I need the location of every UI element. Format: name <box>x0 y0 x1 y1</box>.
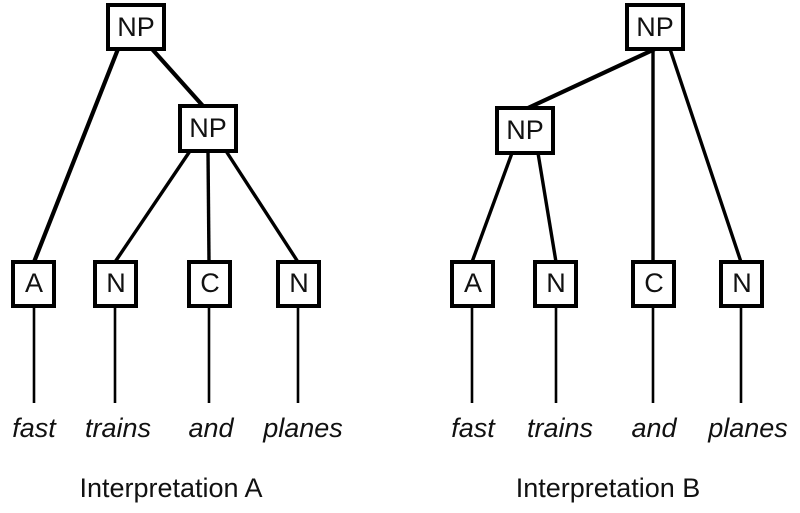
node-leaf-n1-label: N <box>546 268 566 298</box>
node-leaf-n1[interactable] <box>533 260 578 308</box>
tree-interpretation-a: NP NP A N C N fast trains and planes Int… <box>11 3 343 503</box>
node-leaf-n1[interactable] <box>93 260 138 308</box>
node-leaf-a[interactable] <box>450 260 495 308</box>
node-leaf-c-label: C <box>200 268 220 298</box>
node-inner-np-label: NP <box>189 113 227 143</box>
node-leaf-n2[interactable] <box>719 260 764 308</box>
caption-interpretation-b: Interpretation B <box>516 473 701 503</box>
edge-root-to-inner-np <box>527 47 656 110</box>
word-and: and <box>631 413 677 443</box>
edge-root-to-a <box>32 48 120 263</box>
node-leaf-c[interactable] <box>187 260 232 308</box>
word-planes: planes <box>262 413 343 443</box>
node-leaf-a-label: A <box>464 268 482 298</box>
node-root-np-label: NP <box>117 12 155 42</box>
word-trains: trains <box>85 413 151 443</box>
node-root-np[interactable] <box>625 3 685 51</box>
node-inner-np[interactable] <box>495 106 555 155</box>
edge-root-to-n2 <box>668 48 743 263</box>
word-planes: planes <box>707 413 788 443</box>
node-leaf-c[interactable] <box>631 260 676 308</box>
caption-interpretation-a: Interpretation A <box>79 473 262 503</box>
node-inner-np[interactable] <box>178 104 238 153</box>
node-leaf-a-label: A <box>25 268 43 298</box>
node-leaf-n2-label: N <box>732 268 752 298</box>
edge-inner-np-to-n1 <box>536 152 558 263</box>
word-trains: trains <box>527 413 593 443</box>
node-leaf-c-label: C <box>644 268 664 298</box>
word-fast: fast <box>451 413 496 443</box>
node-leaf-n2-label: N <box>289 268 309 298</box>
node-root-np[interactable] <box>106 3 166 51</box>
edge-inner-np-to-c <box>206 150 211 263</box>
word-and: and <box>188 413 234 443</box>
node-root-np-label: NP <box>636 12 674 42</box>
tree-interpretation-b: NP NP A N C N fast trains and planes Int… <box>450 3 788 503</box>
node-inner-np-label: NP <box>506 115 544 145</box>
edge-inner-np-to-n2 <box>224 150 300 263</box>
node-leaf-a[interactable] <box>11 260 56 308</box>
node-leaf-n2[interactable] <box>276 260 321 308</box>
edge-root-to-inner-np <box>150 47 205 108</box>
edge-inner-np-to-n1 <box>113 150 192 263</box>
node-leaf-n1-label: N <box>106 268 126 298</box>
word-fast: fast <box>12 413 57 443</box>
edge-inner-np-to-a <box>470 152 514 263</box>
